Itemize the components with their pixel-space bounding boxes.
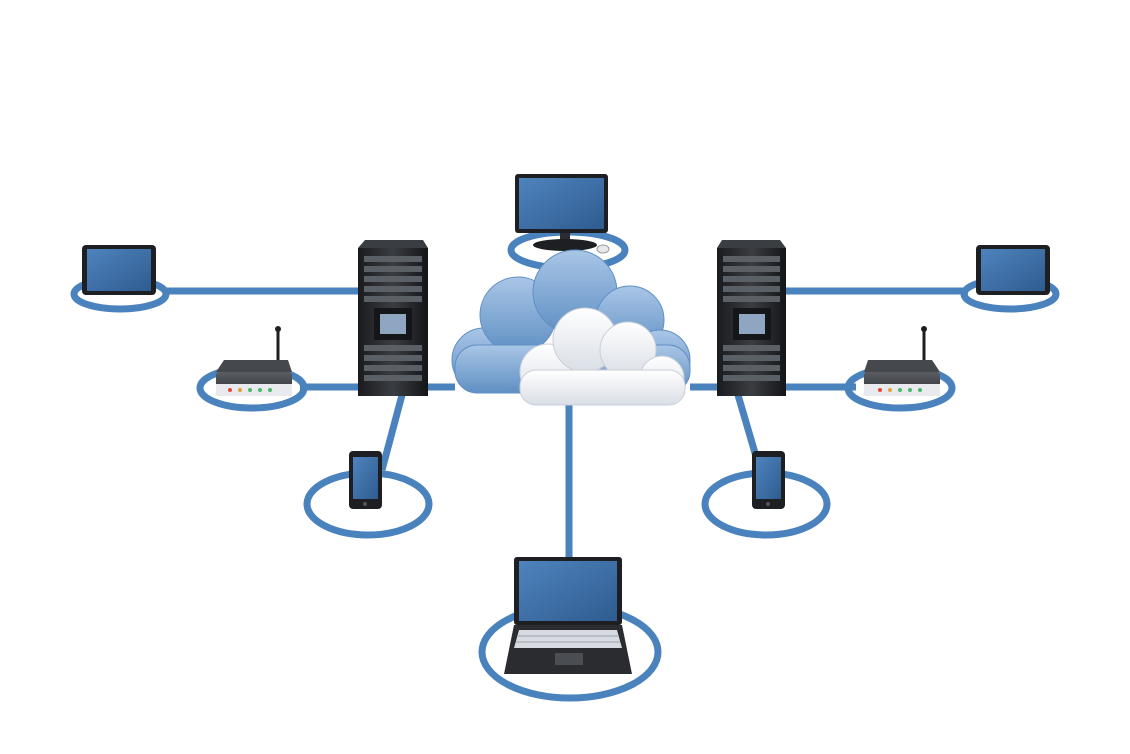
tablet-right [976,245,1050,295]
router-right [864,326,940,396]
tablet-left [82,245,156,295]
phone-right [752,451,785,509]
laptop-icon [504,557,632,674]
link-phone-left [378,394,406,471]
cloud-icon [451,249,691,406]
router-left [216,326,292,396]
smartphone-icon [349,451,785,509]
server-rack-left [358,240,428,396]
desktop-monitor-icon [515,174,610,254]
phone-left [349,451,382,509]
wifi-router-icon [216,326,940,396]
server-rack-icon [358,240,786,396]
tablet-icon [82,245,1050,295]
cloud-white [519,307,686,406]
server-rack-right [717,240,786,396]
